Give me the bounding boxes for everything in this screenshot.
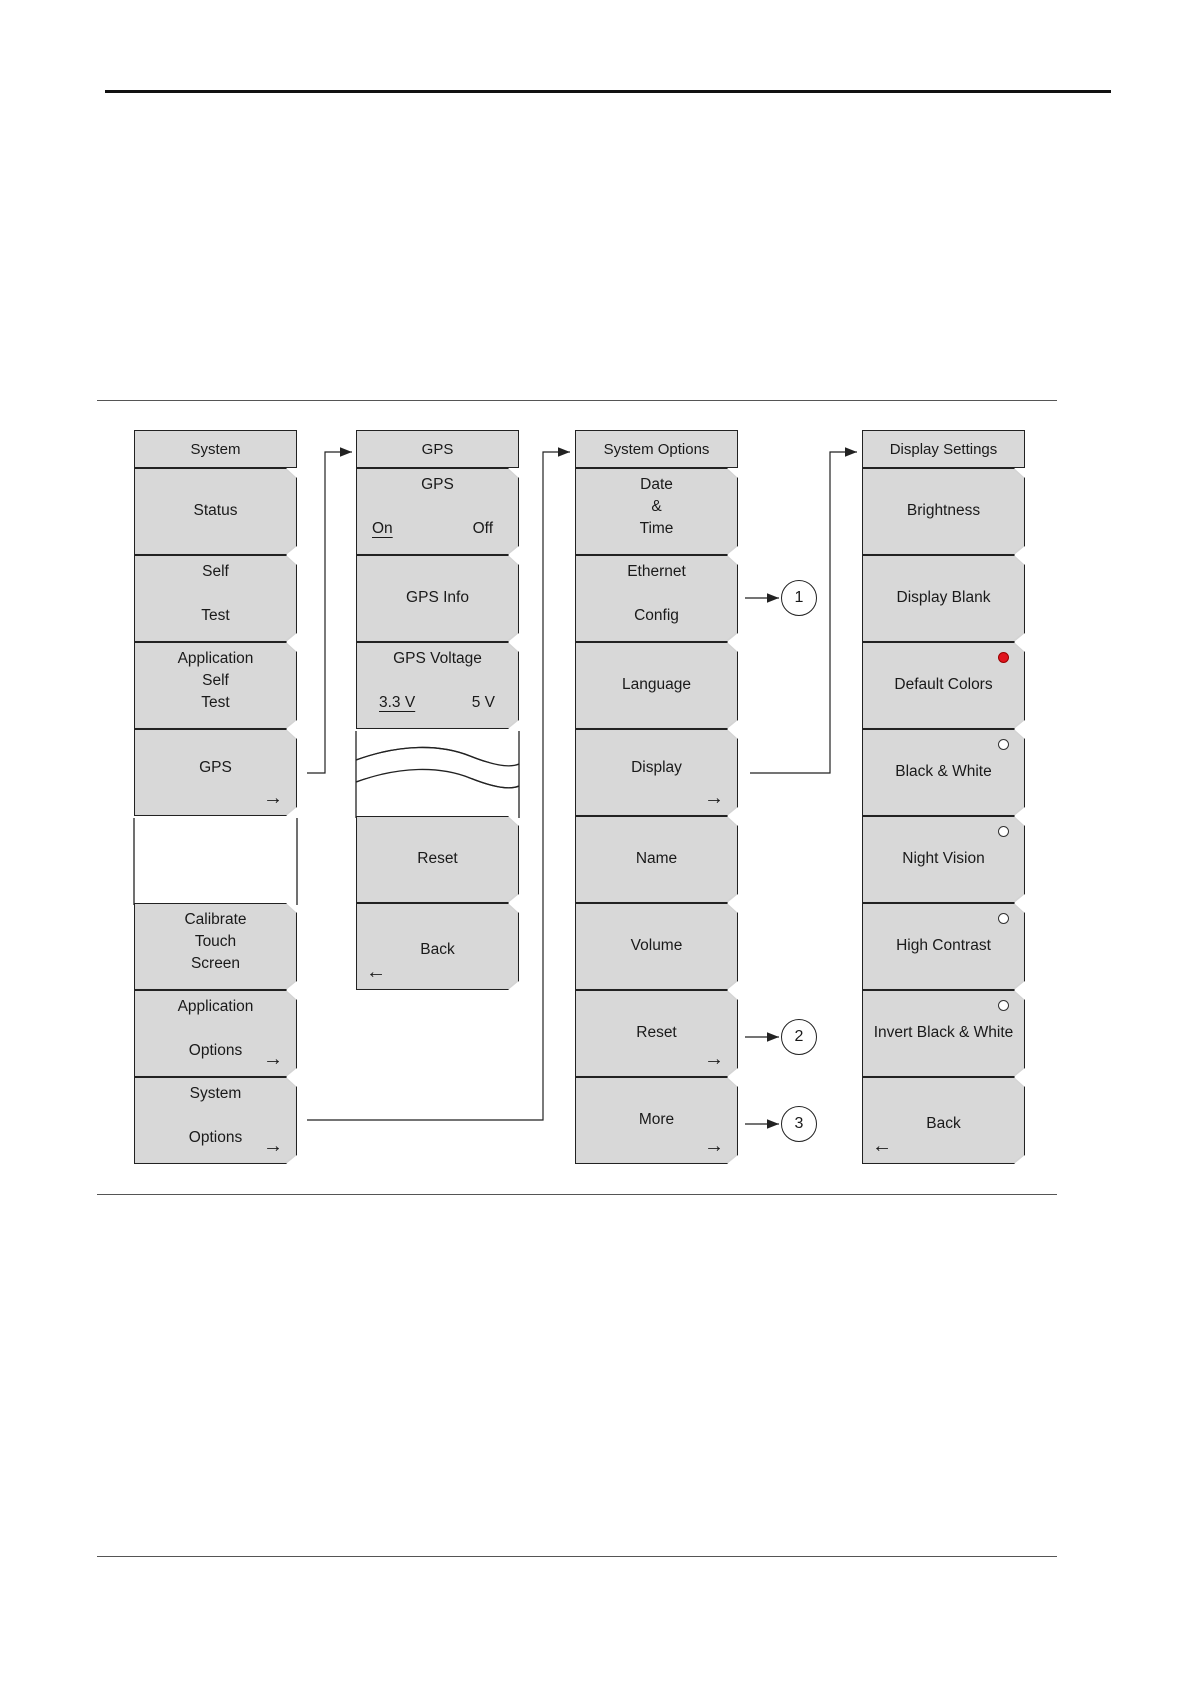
application-self-test-line2: Self (202, 672, 229, 689)
submenu-arrow-icon: → (704, 1135, 724, 1157)
display-key[interactable]: Display → (575, 729, 738, 816)
gps-voltage-5v-option: 5 V (471, 694, 495, 711)
page-bottom-rule (97, 1556, 1057, 1557)
black-white-label: Black & White (895, 763, 992, 780)
display-settings-menu-header: Display Settings (862, 430, 1025, 468)
gps-back-key[interactable]: Back ← (356, 903, 519, 990)
gps-key[interactable]: GPS → (134, 729, 297, 816)
language-label: Language (622, 676, 691, 693)
self-test-label-line2: Test (201, 607, 230, 624)
figure-top-rule (97, 400, 1057, 401)
gps-key-label: GPS (199, 759, 232, 776)
volume-label: Volume (630, 937, 683, 954)
back-arrow-icon: ← (872, 1135, 892, 1157)
default-colors-label: Default Colors (894, 676, 993, 693)
callout-3: 3 (781, 1106, 817, 1142)
date-time-line2: & (651, 498, 662, 515)
submenu-arrow-icon: → (263, 1135, 283, 1157)
gps-reset-label: Reset (417, 850, 458, 867)
selected-radio-icon (998, 652, 1009, 663)
volume-key[interactable]: Volume (575, 903, 738, 990)
application-self-test-line3: Test (201, 694, 230, 711)
back-arrow-icon: ← (366, 961, 386, 983)
radio-icon (998, 1000, 1009, 1011)
date-time-line3: Time (639, 520, 674, 537)
display-label: Display (631, 759, 682, 776)
application-options-key[interactable]: Application Options → (134, 990, 297, 1077)
application-self-test-key[interactable]: Application Self Test (134, 642, 297, 729)
system-reset-label: Reset (636, 1024, 677, 1041)
system-options-menu-header: System Options (575, 430, 738, 468)
ethernet-config-key[interactable]: Ethernet Config (575, 555, 738, 642)
callout-1: 1 (781, 580, 817, 616)
gps-menu-header: GPS (356, 430, 519, 468)
gps-back-label: Back (420, 941, 455, 958)
black-white-key[interactable]: Black & White (862, 729, 1025, 816)
more-key[interactable]: More → (575, 1077, 738, 1164)
invert-black-white-label: Invert Black & White (873, 1024, 1014, 1041)
gps-on-off-key[interactable]: GPS On Off (356, 468, 519, 555)
submenu-arrow-icon: → (704, 1048, 724, 1070)
gps-voltage-title: GPS Voltage (393, 650, 482, 667)
name-label: Name (635, 850, 678, 867)
application-options-line2: Options (188, 1042, 243, 1059)
radio-icon (998, 826, 1009, 837)
invert-black-white-key[interactable]: Invert Black & White (862, 990, 1025, 1077)
status-key[interactable]: Status (134, 468, 297, 555)
display-blank-key[interactable]: Display Blank (862, 555, 1025, 642)
gps-voltage-key[interactable]: GPS Voltage 3.3 V 5 V (356, 642, 519, 729)
gps-voltage-3v3-option: 3.3 V (379, 694, 416, 711)
display-back-label: Back (926, 1115, 961, 1132)
submenu-arrow-icon: → (263, 1048, 283, 1070)
system-menu-header: System (134, 430, 297, 468)
self-test-key[interactable]: Self Test (134, 555, 297, 642)
figure-bottom-rule (97, 1194, 1057, 1195)
default-colors-key[interactable]: Default Colors (862, 642, 1025, 729)
page-top-rule (105, 90, 1111, 93)
brightness-key[interactable]: Brightness (862, 468, 1025, 555)
night-vision-key[interactable]: Night Vision (862, 816, 1025, 903)
system-reset-key[interactable]: Reset → (575, 990, 738, 1077)
gps-off-option: Off (472, 520, 493, 537)
brightness-label: Brightness (906, 502, 981, 519)
gps-on-option: On (372, 520, 393, 537)
system-options-key[interactable]: System Options → (134, 1077, 297, 1164)
radio-icon (998, 739, 1009, 750)
calibrate-line1: Calibrate (184, 911, 247, 928)
language-key[interactable]: Language (575, 642, 738, 729)
name-key[interactable]: Name (575, 816, 738, 903)
date-time-key[interactable]: Date & Time (575, 468, 738, 555)
system-options-line2: Options (188, 1129, 243, 1146)
calibrate-line3: Screen (190, 955, 241, 972)
submenu-arrow-icon: → (704, 787, 724, 809)
submenu-arrow-icon: → (263, 787, 283, 809)
calibrate-touch-screen-key[interactable]: Calibrate Touch Screen (134, 903, 297, 990)
display-blank-label: Display Blank (896, 589, 991, 606)
high-contrast-key[interactable]: High Contrast (862, 903, 1025, 990)
display-back-key[interactable]: Back ← (862, 1077, 1025, 1164)
gps-info-label: GPS Info (406, 589, 469, 606)
ethernet-config-line1: Ethernet (627, 563, 686, 580)
gps-info-key[interactable]: GPS Info (356, 555, 519, 642)
gps-toggle-title: GPS (421, 476, 454, 493)
system-options-line1: System (189, 1085, 242, 1102)
more-label: More (638, 1111, 675, 1128)
date-time-line1: Date (640, 476, 673, 493)
self-test-label-line1: Self (202, 563, 229, 580)
callout-2: 2 (781, 1019, 817, 1055)
application-options-line1: Application (177, 998, 254, 1015)
radio-icon (998, 913, 1009, 924)
high-contrast-label: High Contrast (896, 937, 991, 954)
calibrate-line2: Touch (194, 933, 237, 950)
application-self-test-line1: Application (177, 650, 254, 667)
gps-reset-key[interactable]: Reset (356, 816, 519, 903)
status-label: Status (193, 502, 238, 519)
ethernet-config-line2: Config (634, 607, 679, 624)
night-vision-label: Night Vision (902, 850, 985, 867)
